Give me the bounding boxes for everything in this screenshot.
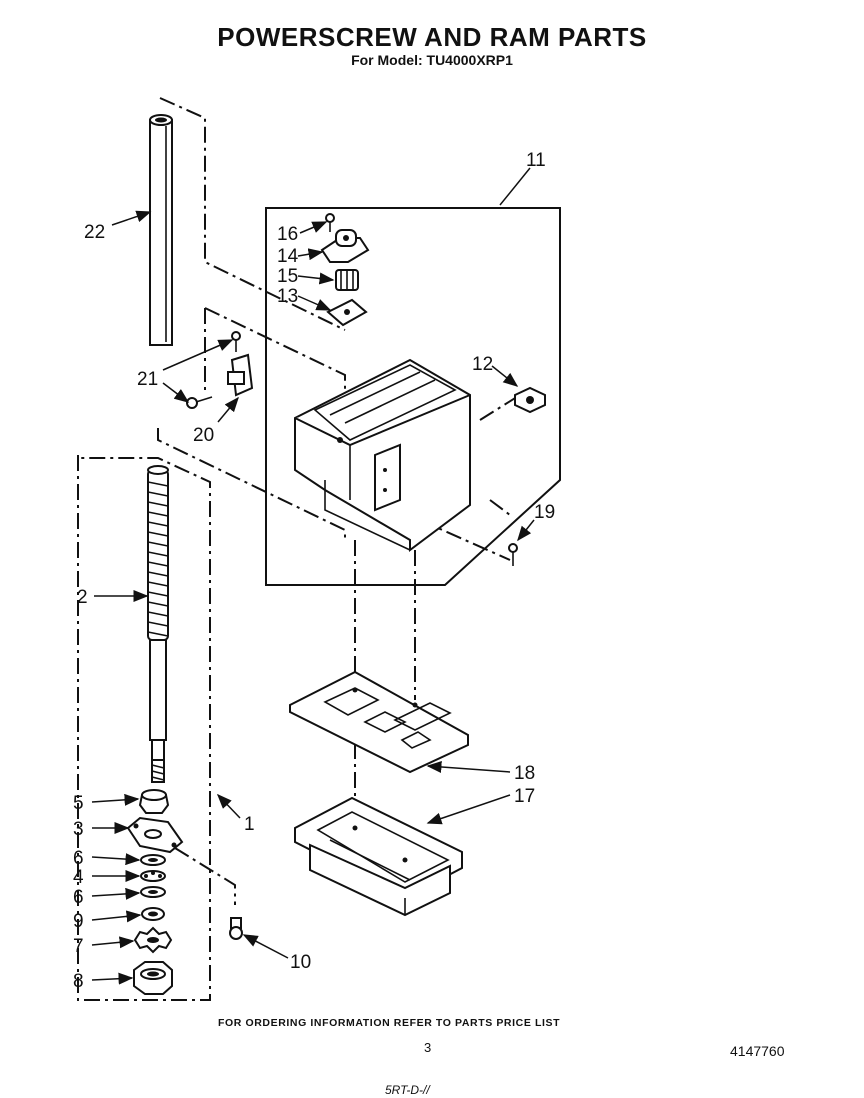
callout-13: 13: [277, 286, 298, 307]
washer-part-6a: [140, 854, 166, 866]
plate-part-3: [126, 816, 184, 854]
callout-1: 1: [244, 814, 255, 835]
callout-18: 18: [514, 763, 535, 784]
bracket-part-12: [514, 386, 546, 414]
callout-17: 17: [514, 786, 535, 807]
callout-20: 20: [193, 425, 214, 446]
document-number: 4147760: [730, 1043, 785, 1059]
leader-lines: [91, 167, 535, 985]
collar-part-9: [141, 907, 165, 921]
bearing-part-4: [140, 870, 166, 882]
callout-2: 2: [77, 587, 88, 608]
tube-part-22: [149, 114, 173, 346]
gasket-part-18: [289, 670, 469, 774]
clip-part-20: [227, 353, 254, 397]
callout-4: 4: [73, 867, 84, 888]
callout-21: 21: [137, 369, 158, 390]
callout-5: 5: [73, 793, 84, 814]
callout-12: 12: [472, 354, 493, 375]
nut-part-5: [138, 789, 170, 814]
callout-8: 8: [73, 971, 84, 992]
gear-part-15: [335, 269, 359, 291]
ram-housing: [294, 358, 471, 552]
callout-6a: 6: [73, 848, 84, 869]
callout-16: 16: [277, 224, 298, 245]
plate-part-13: [326, 298, 368, 327]
bolt-part-10: [229, 917, 243, 940]
callout-10: 10: [290, 952, 311, 973]
page-title: POWERSCREW AND RAM PARTS: [217, 22, 647, 52]
screw-part-21: [186, 331, 241, 409]
sprocket-part-7: [133, 926, 173, 954]
callout-11: 11: [526, 150, 546, 171]
callout-7: 7: [73, 936, 84, 957]
screw-part-16: [325, 213, 335, 232]
pan-part-17: [294, 796, 463, 917]
handwritten-note: 5RT-D-//: [385, 1083, 430, 1097]
hex-nut-part-8: [133, 961, 173, 995]
callout-3: 3: [73, 819, 84, 840]
callout-14: 14: [277, 246, 299, 267]
screw-part-19: [508, 543, 518, 566]
model-subtitle: For Model: TU4000XRP1: [351, 52, 513, 68]
callout-9: 9: [73, 911, 84, 932]
powerscrew-part-2: [147, 465, 169, 783]
ordering-note: FOR ORDERING INFORMATION REFER TO PARTS …: [218, 1017, 561, 1029]
assembly-box-11: [265, 207, 561, 586]
motor-mount-part-14: [320, 229, 370, 263]
callout-15: 15: [277, 266, 298, 287]
callout-22: 22: [84, 222, 105, 243]
page-number: 3: [424, 1040, 432, 1055]
washer-part-6b: [140, 886, 166, 898]
callout-6b: 6: [73, 887, 84, 908]
callout-19: 19: [534, 502, 555, 523]
callout-labels: 22 11 16 14 15 13 12 21 20 19 2 1 5 3 6 …: [73, 150, 555, 992]
